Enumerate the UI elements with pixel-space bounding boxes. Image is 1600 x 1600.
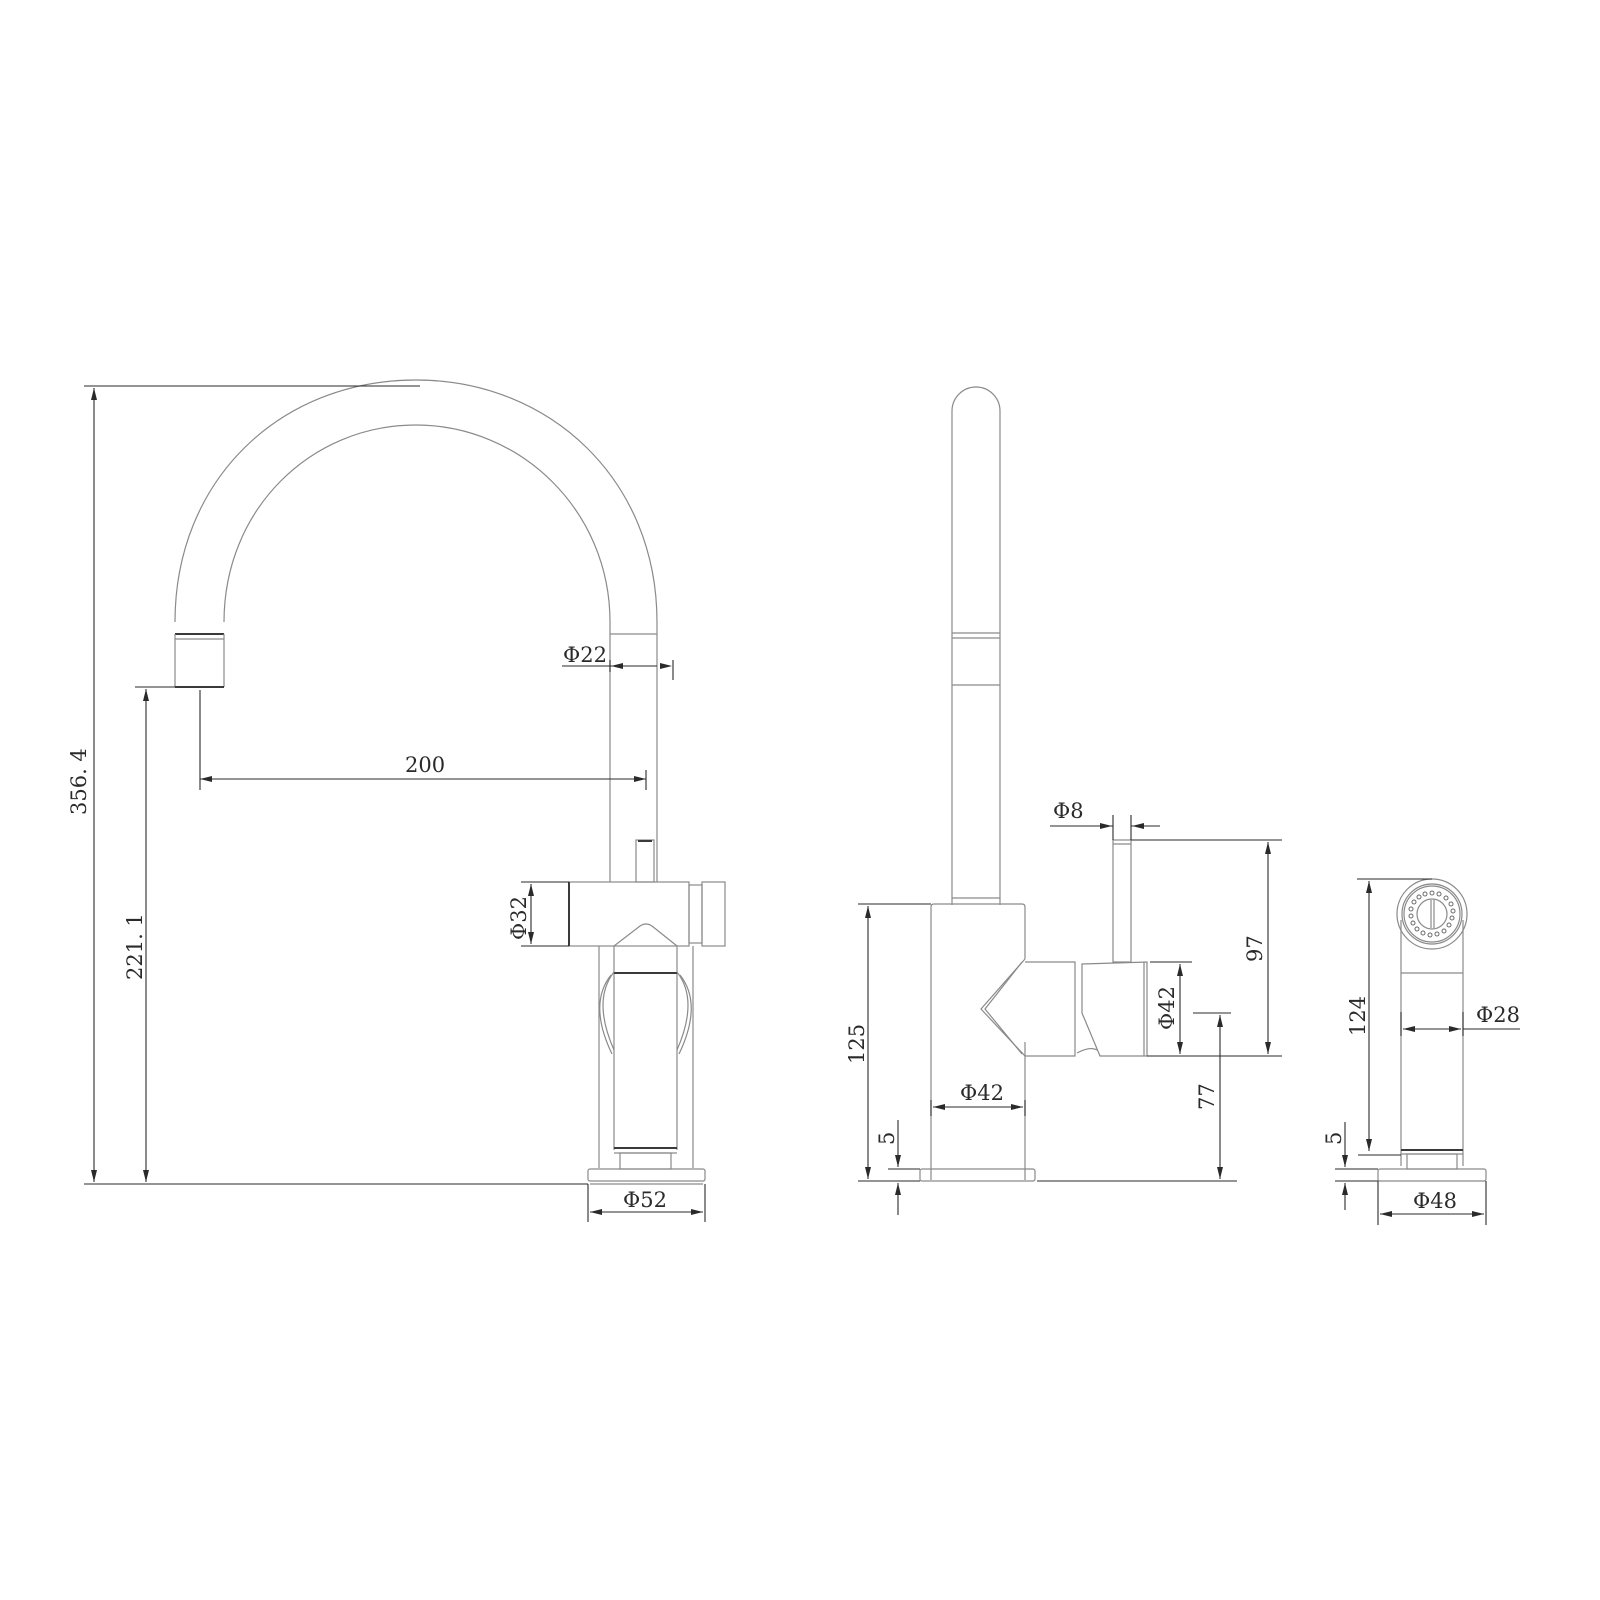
spray-base-diameter-label: Φ48 xyxy=(1413,1189,1457,1213)
spray-head-diameter-label: Φ28 xyxy=(1476,1003,1520,1027)
base-diameter-label: Φ52 xyxy=(623,1188,667,1212)
handle-diameter-label: Φ42 xyxy=(1155,986,1179,1030)
front-view: 356. 4 221. 1 200 Φ22 Φ32 Φ52 xyxy=(67,379,726,1222)
side-spout xyxy=(951,386,1001,905)
spray-base-thickness-label: 5 xyxy=(1322,1132,1346,1145)
spout-outer-arc xyxy=(174,379,658,623)
lever-diameter-label: Φ8 xyxy=(1053,799,1084,823)
handle-diameter-label: Φ32 xyxy=(507,896,531,940)
spray-nozzles xyxy=(1408,890,1456,938)
handle-axis-height-label: 77 xyxy=(1195,1083,1219,1110)
body-diameter-label: Φ42 xyxy=(960,1081,1004,1105)
spout-diameter-label: Φ22 xyxy=(563,643,607,667)
overall-height-label: 356. 4 xyxy=(67,748,91,815)
reach-label: 200 xyxy=(405,753,445,777)
spray-head-icon xyxy=(1396,878,1468,950)
base-thickness-label: 5 xyxy=(875,1132,899,1145)
outlet-height-label: 221. 1 xyxy=(123,913,147,980)
body-height-label: 125 xyxy=(845,1024,869,1064)
side-view: 125 Φ42 5 Φ8 97 Φ42 77 xyxy=(845,386,1282,1215)
spout-inner-arc xyxy=(223,424,611,623)
spray-view: 124 Φ28 5 Φ48 xyxy=(1322,878,1520,1225)
spray-height-label: 124 xyxy=(1346,996,1370,1036)
lever-height-label: 97 xyxy=(1243,935,1267,962)
